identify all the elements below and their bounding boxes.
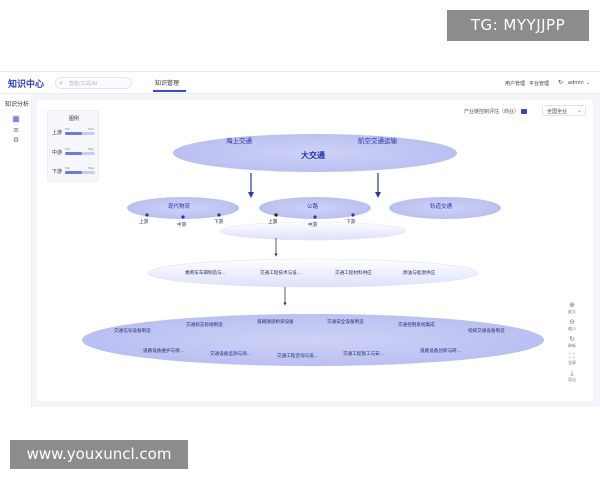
stream-dot	[351, 213, 355, 217]
node-logistics[interactable]: 现代物流	[168, 204, 191, 210]
tab-knowledge-management[interactable]: 知识管理	[155, 80, 180, 87]
stream-down: 下游	[214, 220, 224, 225]
stream-down: 下游	[346, 220, 356, 225]
search-icon: ⌕	[59, 79, 63, 87]
node-level4[interactable]: 交通设备监测与测...	[210, 352, 252, 357]
zoom-out-label: 缩小	[568, 326, 576, 331]
download-label: 导出	[568, 377, 576, 382]
node-level4[interactable]: 道路设备维护与保...	[143, 349, 185, 354]
user-management-link[interactable]: 用户管理	[505, 81, 526, 87]
legend-min: Min	[65, 127, 71, 131]
refresh-button[interactable]: ↻ 刷新	[563, 336, 581, 349]
node-ellipse-level3	[147, 258, 479, 288]
stream-dot	[217, 213, 221, 217]
app-window: 知识中心 ⌕ 智能/工具/AI 知识管理 用户管理 平台管理 ↻ admin ⌄…	[0, 71, 600, 407]
node-highway[interactable]: 公路	[307, 204, 319, 210]
node-ellipse-level4	[82, 314, 544, 366]
chevron-down-icon[interactable]: ⌄	[586, 80, 591, 86]
legend-label-mid: 中游	[52, 150, 63, 156]
legend-label-down: 下游	[52, 169, 63, 175]
node-level4[interactable]: 道路隧道桥梁设备	[257, 320, 294, 325]
search-input[interactable]: ⌕ 智能/工具/AI	[55, 77, 132, 89]
knowledge-graph	[82, 134, 544, 366]
fullscreen-button[interactable]: ⛶ 全屏	[563, 353, 581, 366]
node-level4[interactable]: 交通信号设备制造	[114, 329, 151, 334]
node-level4[interactable]: 交通工程施工与安...	[343, 352, 385, 357]
node-ellipse-transport[interactable]	[173, 134, 457, 172]
legend-min: Min	[65, 147, 71, 151]
sidebar-title: 知识分析	[5, 101, 30, 108]
refresh-icon[interactable]: ↻	[558, 79, 564, 86]
stream-up: 上游	[139, 220, 149, 225]
node-level3[interactable]: 乘用车车辆制造与...	[185, 271, 227, 276]
stream-dot	[274, 213, 278, 217]
region-select[interactable]: 全国全业 ⌄	[542, 105, 586, 116]
zoom-in-button[interactable]: ⊕ 放大	[563, 302, 581, 315]
platform-management-link[interactable]: 平台管理	[529, 81, 550, 87]
legend-max: Max	[88, 127, 95, 131]
top-bar: 知识中心 ⌕ 智能/工具/AI 知识管理 用户管理 平台管理 ↻ admin ⌄	[0, 72, 600, 94]
stream-dot	[313, 215, 317, 219]
legend-min: Min	[65, 166, 71, 170]
active-tab-indicator	[153, 90, 186, 92]
zoom-out-button[interactable]: ⊖ 缩小	[563, 319, 581, 332]
node-level4[interactable]: 交通控制系统集成	[398, 323, 435, 328]
node-level4[interactable]: 交通安全设备制造	[327, 320, 364, 325]
node-level4[interactable]: 指挥交通设备制造	[468, 329, 505, 334]
node-ellipse-highway-chain	[219, 221, 407, 241]
legend-max: Max	[88, 147, 95, 151]
stream-mid: 中游	[177, 223, 187, 228]
node-level3[interactable]: 燃油与能源供应	[403, 271, 436, 276]
stream-mid: 中游	[308, 223, 318, 228]
legend-bar-down	[65, 171, 95, 174]
fullscreen-label: 全屏	[568, 360, 576, 365]
legend-bar-mid	[65, 152, 95, 155]
watermark-bottom: www.youxuncl.com	[10, 440, 188, 469]
user-name[interactable]: admin	[568, 80, 584, 86]
refresh-icon: ↻	[569, 335, 575, 343]
grid-icon[interactable]: ▦	[12, 115, 20, 123]
legend-bar-up	[65, 132, 95, 135]
node-level4[interactable]: 道路设备创新与研...	[420, 349, 462, 354]
stream-dot	[181, 215, 185, 219]
fullscreen-icon: ⛶	[569, 352, 575, 360]
search-placeholder: 智能/工具/AI	[69, 81, 98, 87]
settings-icon[interactable]: ⚙	[12, 136, 20, 144]
legend-title: 图例	[68, 116, 79, 122]
zoom-out-icon: ⊖	[569, 318, 575, 326]
zoom-in-icon: ⊕	[569, 301, 575, 309]
chevron-down-icon: ⌄	[576, 107, 582, 114]
download-button[interactable]: ⤓ 导出	[563, 370, 581, 383]
app-logo[interactable]: 知识中心	[8, 80, 45, 90]
node-level4[interactable]: 交通标志标线制造	[186, 323, 223, 328]
watermark-top: TG: MYYJJPP	[447, 10, 589, 41]
node-level3[interactable]: 交通工程材料供应	[335, 271, 372, 276]
legend-panel: 图例 上游 Min Max 中游 Min Max 下游 Min Max	[47, 110, 99, 182]
layers-icon[interactable]: ≡	[13, 126, 19, 134]
node-level4[interactable]: 交通工程咨询与设...	[277, 354, 319, 359]
node-maritime[interactable]: 海上交通	[226, 137, 252, 145]
zoom-in-label: 放大	[568, 309, 576, 314]
download-icon: ⤓	[570, 369, 574, 377]
stream-dot	[145, 213, 149, 217]
legend-label-up: 上游	[52, 130, 63, 136]
sidebar: 知识分析 ▦ ≡ ⚙	[0, 94, 32, 407]
evaluation-toggle[interactable]	[521, 109, 527, 114]
node-ellipse-highway[interactable]	[259, 197, 371, 219]
legend-max: Max	[88, 166, 95, 170]
node-ellipse-rail[interactable]	[389, 197, 501, 219]
node-level3[interactable]: 交通工程技术与设...	[260, 271, 302, 276]
node-rail[interactable]: 轨道交通	[430, 204, 453, 210]
stream-up: 上游	[268, 220, 278, 225]
node-ellipse-logistics[interactable]	[127, 197, 239, 219]
node-aviation[interactable]: 航空交通运输	[358, 137, 397, 145]
refresh-label: 刷新	[568, 343, 576, 348]
node-transport[interactable]: 大交通	[301, 151, 325, 160]
region-select-value: 全国全业	[547, 109, 568, 115]
evaluation-label: 产业链控制评估（商业）	[464, 109, 520, 115]
